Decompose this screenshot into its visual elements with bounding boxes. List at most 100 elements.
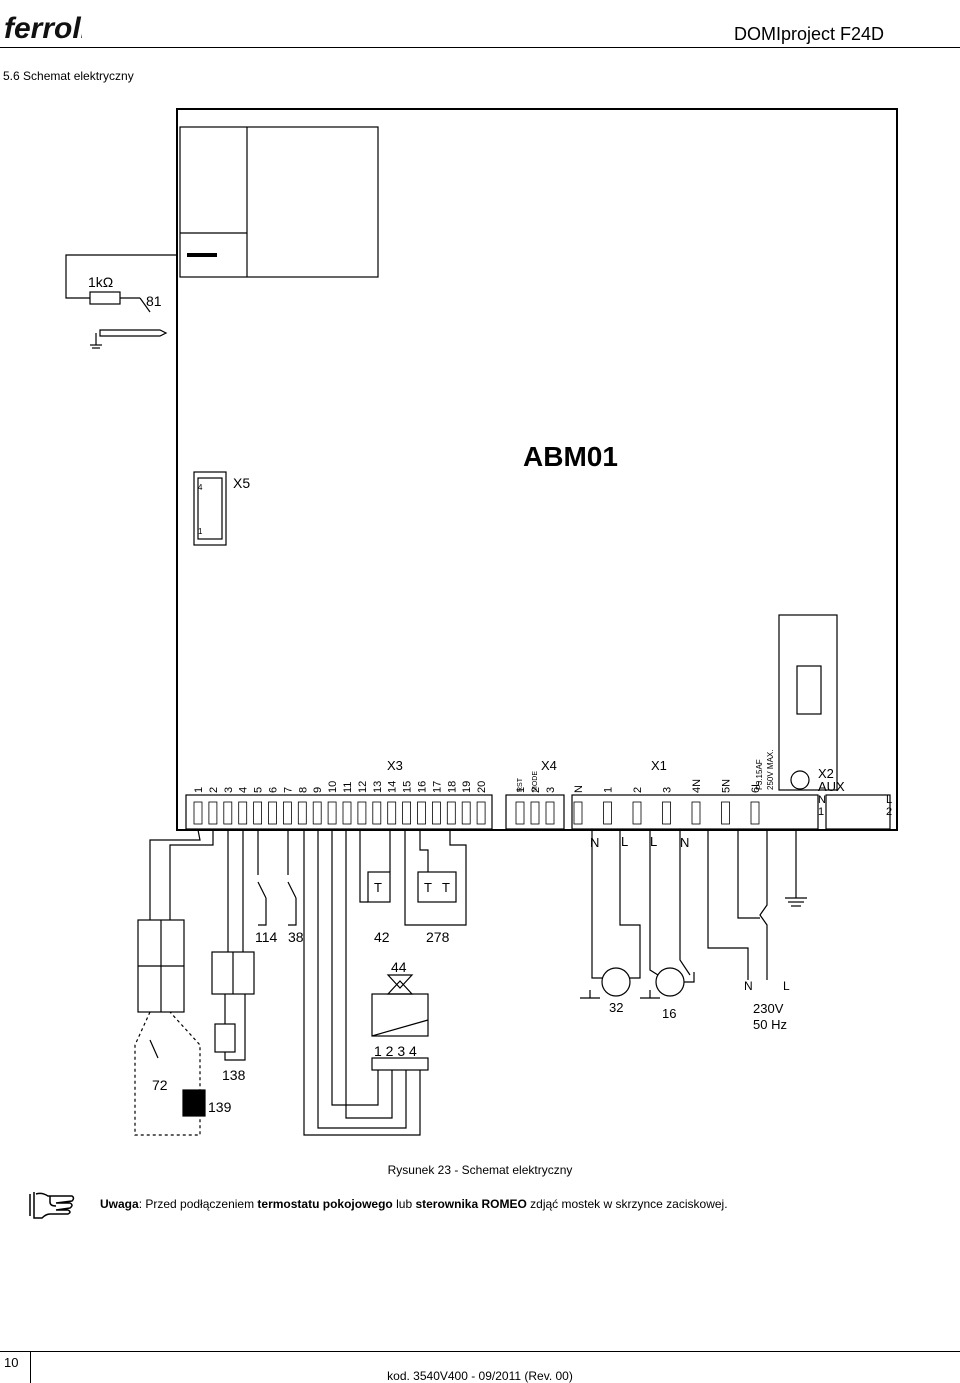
x3-pin-10: 10 bbox=[327, 781, 339, 793]
x3-pin-8: 8 bbox=[297, 787, 309, 793]
label-fuse: F3.15AF bbox=[755, 759, 764, 790]
x3-pin-3: 3 bbox=[223, 787, 235, 793]
figure-caption: Rysunek 23 - Schemat elektryczny bbox=[387, 1163, 573, 1177]
note-text-1: : Przed podłączeniem bbox=[138, 1197, 258, 1211]
x3-pin-12-slot bbox=[357, 801, 367, 825]
label-32: 32 bbox=[609, 1000, 623, 1015]
label-rst: RST bbox=[517, 777, 524, 792]
x1-pin-2-slot bbox=[632, 801, 642, 825]
x3-pin-9: 9 bbox=[312, 787, 324, 793]
x4-pin-3-slot bbox=[545, 801, 555, 825]
connector-x5 bbox=[193, 471, 227, 546]
pump-32 bbox=[601, 967, 631, 997]
x3-pin-7-slot bbox=[282, 801, 292, 825]
resistor-label: 1kΩ bbox=[88, 274, 113, 290]
sensor-42 bbox=[367, 871, 391, 903]
x1-pin-1-slot bbox=[603, 801, 612, 825]
resistor-1k bbox=[89, 291, 121, 305]
terminal-strip-x3 bbox=[185, 794, 493, 830]
label-x5-pin1: 1 bbox=[198, 527, 203, 536]
fuse-holder bbox=[778, 614, 838, 791]
label-44: 44 bbox=[391, 959, 407, 975]
gas-valve-44 bbox=[371, 993, 429, 1037]
ferroli-logo: ferroli bbox=[4, 12, 82, 45]
x3-pin-19: 19 bbox=[461, 781, 473, 793]
page-number-box bbox=[0, 1351, 31, 1383]
section-title: 5.6 Schemat elektryczny bbox=[3, 69, 134, 83]
sensor-138 bbox=[214, 1023, 236, 1053]
wiring-diagram: ABM01 1kΩ 81 X5 4 1 X3 X4 X1 X2 AUX N 1 … bbox=[65, 108, 898, 1136]
x3-pin-4-slot bbox=[238, 801, 248, 825]
x4-pin-1: 1 bbox=[515, 787, 527, 793]
x3-pin-14: 14 bbox=[387, 781, 399, 793]
label-t-42: T bbox=[374, 880, 382, 895]
x1-pin-6l-slot bbox=[750, 801, 760, 825]
header-divider bbox=[0, 47, 960, 48]
label-aux: AUX bbox=[818, 779, 845, 794]
x3-pin-17-slot bbox=[431, 801, 441, 825]
note-bold-2: sterownika ROMEO bbox=[415, 1197, 527, 1211]
x3-pin-14-slot bbox=[387, 801, 397, 825]
note-text-2: lub bbox=[392, 1197, 416, 1211]
x1-pin-5n: 5N bbox=[721, 779, 733, 793]
label-278: 278 bbox=[426, 929, 450, 945]
label-x2-n: N bbox=[818, 794, 826, 806]
x1-pin-3-slot bbox=[662, 801, 671, 825]
x3-pin-20-slot bbox=[476, 801, 486, 825]
abm01-board-outline bbox=[176, 108, 898, 831]
x1-pin-3: 3 bbox=[662, 787, 674, 793]
x1-pin-4n: 4N bbox=[691, 779, 703, 793]
x3-pin-1: 1 bbox=[193, 787, 205, 793]
note-bold-1: termostatu pokojowego bbox=[257, 1197, 393, 1211]
x1-pin-5n-slot bbox=[721, 801, 730, 825]
page-number: 10 bbox=[4, 1355, 19, 1370]
x1-pin-2: 2 bbox=[632, 787, 644, 793]
x1-pin-n: N bbox=[573, 785, 585, 793]
label-supply-l: L bbox=[783, 979, 790, 993]
terminal-strip-x1 bbox=[571, 794, 819, 830]
label-pump-l: L bbox=[621, 834, 628, 849]
x3-pin-11: 11 bbox=[342, 782, 354, 793]
x3-pin-9-slot bbox=[312, 801, 322, 825]
label-81: 81 bbox=[146, 293, 162, 309]
x3-pin-5-slot bbox=[253, 801, 263, 825]
x1-pin-6l: 6L bbox=[750, 781, 762, 793]
top-left-module bbox=[179, 126, 379, 278]
footer-divider bbox=[0, 1351, 960, 1352]
x3-pin-12: 12 bbox=[357, 781, 369, 793]
label-38: 38 bbox=[288, 929, 304, 945]
label-x2-l: L bbox=[886, 794, 892, 806]
warning-note: Uwaga: Przed podłączeniem termostatu pok… bbox=[100, 1197, 728, 1211]
x4-pin-2: 2 bbox=[530, 787, 542, 793]
electrode-81 bbox=[99, 329, 168, 337]
terminal-strip-x2 bbox=[825, 794, 891, 830]
x3-pin-2: 2 bbox=[208, 787, 220, 793]
x3-pin-6: 6 bbox=[268, 787, 280, 793]
label-pump-n: N bbox=[590, 835, 599, 850]
document-code: kod. 3540V400 - 09/2011 (Rev. 00) bbox=[387, 1369, 573, 1383]
label-valve-pins: 1 2 3 4 bbox=[374, 1043, 417, 1059]
label-fuse-rating: 250V MAX. bbox=[766, 750, 775, 790]
x1-pin-4n-slot bbox=[691, 801, 701, 825]
sensor-278 bbox=[417, 871, 457, 903]
x3-pin-17: 17 bbox=[431, 781, 443, 793]
x3-pin-15-slot bbox=[402, 801, 412, 825]
label-72: 72 bbox=[152, 1077, 168, 1093]
remote-control-139 bbox=[182, 1089, 206, 1117]
x3-pin-1-slot bbox=[193, 801, 203, 825]
x3-pin-15: 15 bbox=[402, 781, 414, 793]
label-supply-frequency: 50 Hz bbox=[753, 1017, 787, 1032]
label-supply-voltage: 230V bbox=[753, 1001, 784, 1016]
x4-pin-2-slot bbox=[530, 801, 540, 825]
x4-pin-1-slot bbox=[515, 801, 525, 825]
x3-pin-19-slot bbox=[461, 801, 471, 825]
x3-pin-10-slot bbox=[327, 801, 337, 825]
label-t-278a: T bbox=[424, 880, 432, 895]
x3-pin-18: 18 bbox=[446, 781, 458, 793]
board-label: ABM01 bbox=[523, 441, 618, 472]
label-t-278b: T bbox=[442, 880, 450, 895]
x3-pin-18-slot bbox=[446, 801, 456, 825]
x3-pin-13: 13 bbox=[372, 781, 384, 793]
label-139: 139 bbox=[208, 1099, 232, 1115]
label-138: 138 bbox=[222, 1067, 246, 1083]
